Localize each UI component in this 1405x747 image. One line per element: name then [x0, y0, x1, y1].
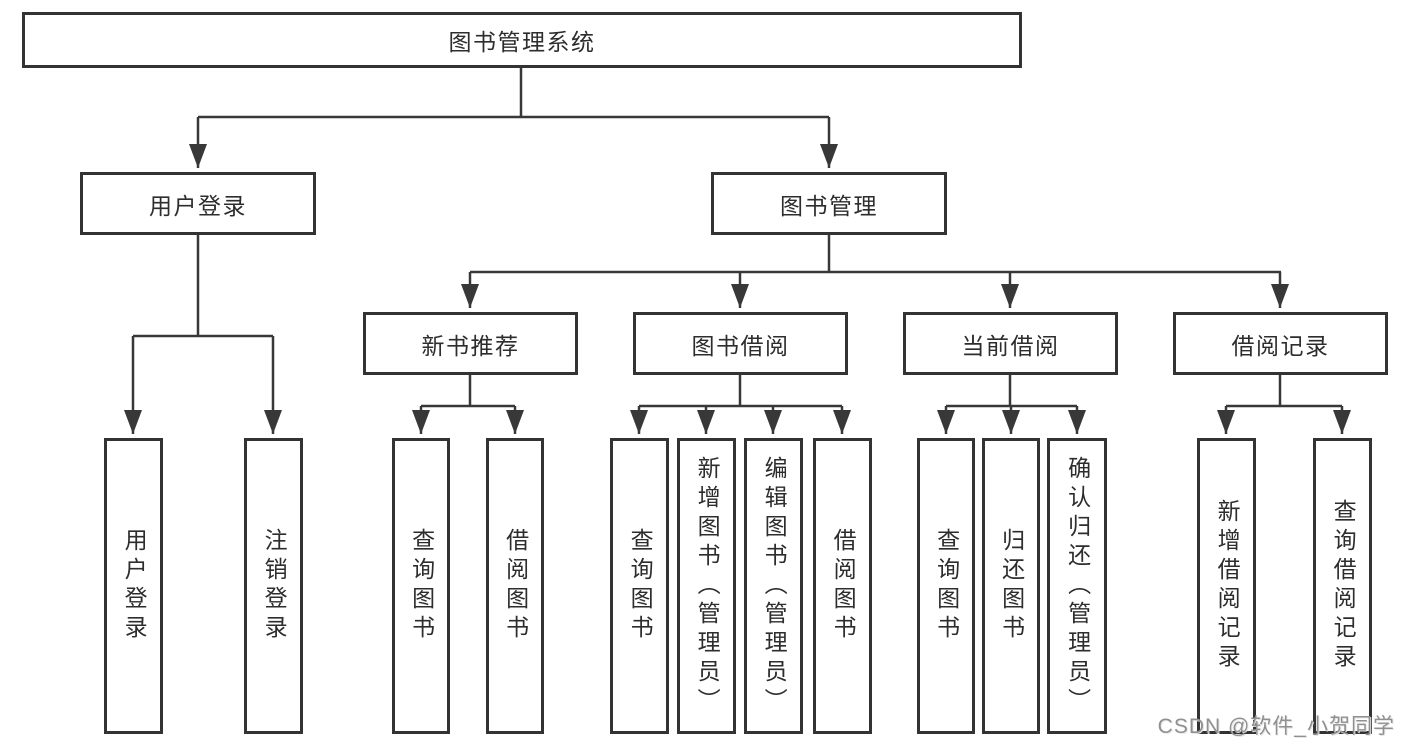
leaf-query-borrow-record: 查询借阅记录 [1313, 438, 1372, 734]
node-label: 图书管理 [780, 192, 878, 219]
leaf-borrow-books-recommend: 借阅图书 [486, 438, 544, 734]
node-label: 查询图书 [408, 528, 435, 644]
node-user-login-group: 用户登录 [80, 172, 316, 235]
node-book-borrowing: 图书借阅 [633, 312, 848, 375]
leaf-return-books: 归还图书 [982, 438, 1040, 734]
csdn-watermark: CSDN @软件_小贺同学 [1157, 715, 1395, 738]
node-label: 查询图书 [933, 528, 960, 644]
node-book-management-group: 图书管理 [711, 172, 947, 235]
node-label: 借阅图书 [502, 528, 529, 644]
leaf-query-books-borrowing: 查询图书 [610, 438, 669, 734]
node-label: 用户登录 [149, 192, 247, 219]
node-label: 借阅记录 [1231, 332, 1330, 359]
leaf-edit-book-admin: 编辑图书（管理员） [744, 438, 803, 734]
node-borrowing-records: 借阅记录 [1173, 312, 1388, 375]
node-label: 新增借阅记录 [1214, 499, 1241, 673]
node-label: 图书管理系统 [448, 29, 596, 55]
node-label: 用户登录 [121, 528, 148, 644]
node-label: 查询借阅记录 [1330, 499, 1357, 673]
node-label: 归还图书 [998, 528, 1025, 644]
node-label: 当前借阅 [961, 332, 1060, 359]
leaf-query-books-recommend: 查询图书 [392, 438, 450, 734]
node-new-book-recommend: 新书推荐 [363, 312, 578, 375]
node-label: 确认归还（管理员） [1064, 455, 1091, 717]
leaf-borrow-books-borrowing: 借阅图书 [813, 438, 872, 734]
node-label: 注销登录 [261, 528, 288, 644]
node-label: 新书推荐 [421, 332, 520, 359]
leaf-add-book-admin: 新增图书（管理员） [677, 438, 736, 734]
leaf-user-login: 用户登录 [104, 438, 163, 734]
node-label: 查询图书 [627, 528, 654, 644]
leaf-confirm-return-admin: 确认归还（管理员） [1047, 438, 1107, 734]
leaf-add-borrow-record: 新增借阅记录 [1197, 438, 1256, 734]
node-label: 图书借阅 [691, 332, 790, 359]
node-root-library-system: 图书管理系统 [22, 12, 1022, 68]
node-label: 借阅图书 [830, 528, 857, 644]
leaf-logout: 注销登录 [244, 438, 303, 734]
node-label: 编辑图书（管理员） [761, 455, 788, 717]
node-current-borrowing: 当前借阅 [903, 312, 1118, 375]
node-label: 新增图书（管理员） [694, 455, 721, 717]
leaf-query-books-current: 查询图书 [917, 438, 975, 734]
